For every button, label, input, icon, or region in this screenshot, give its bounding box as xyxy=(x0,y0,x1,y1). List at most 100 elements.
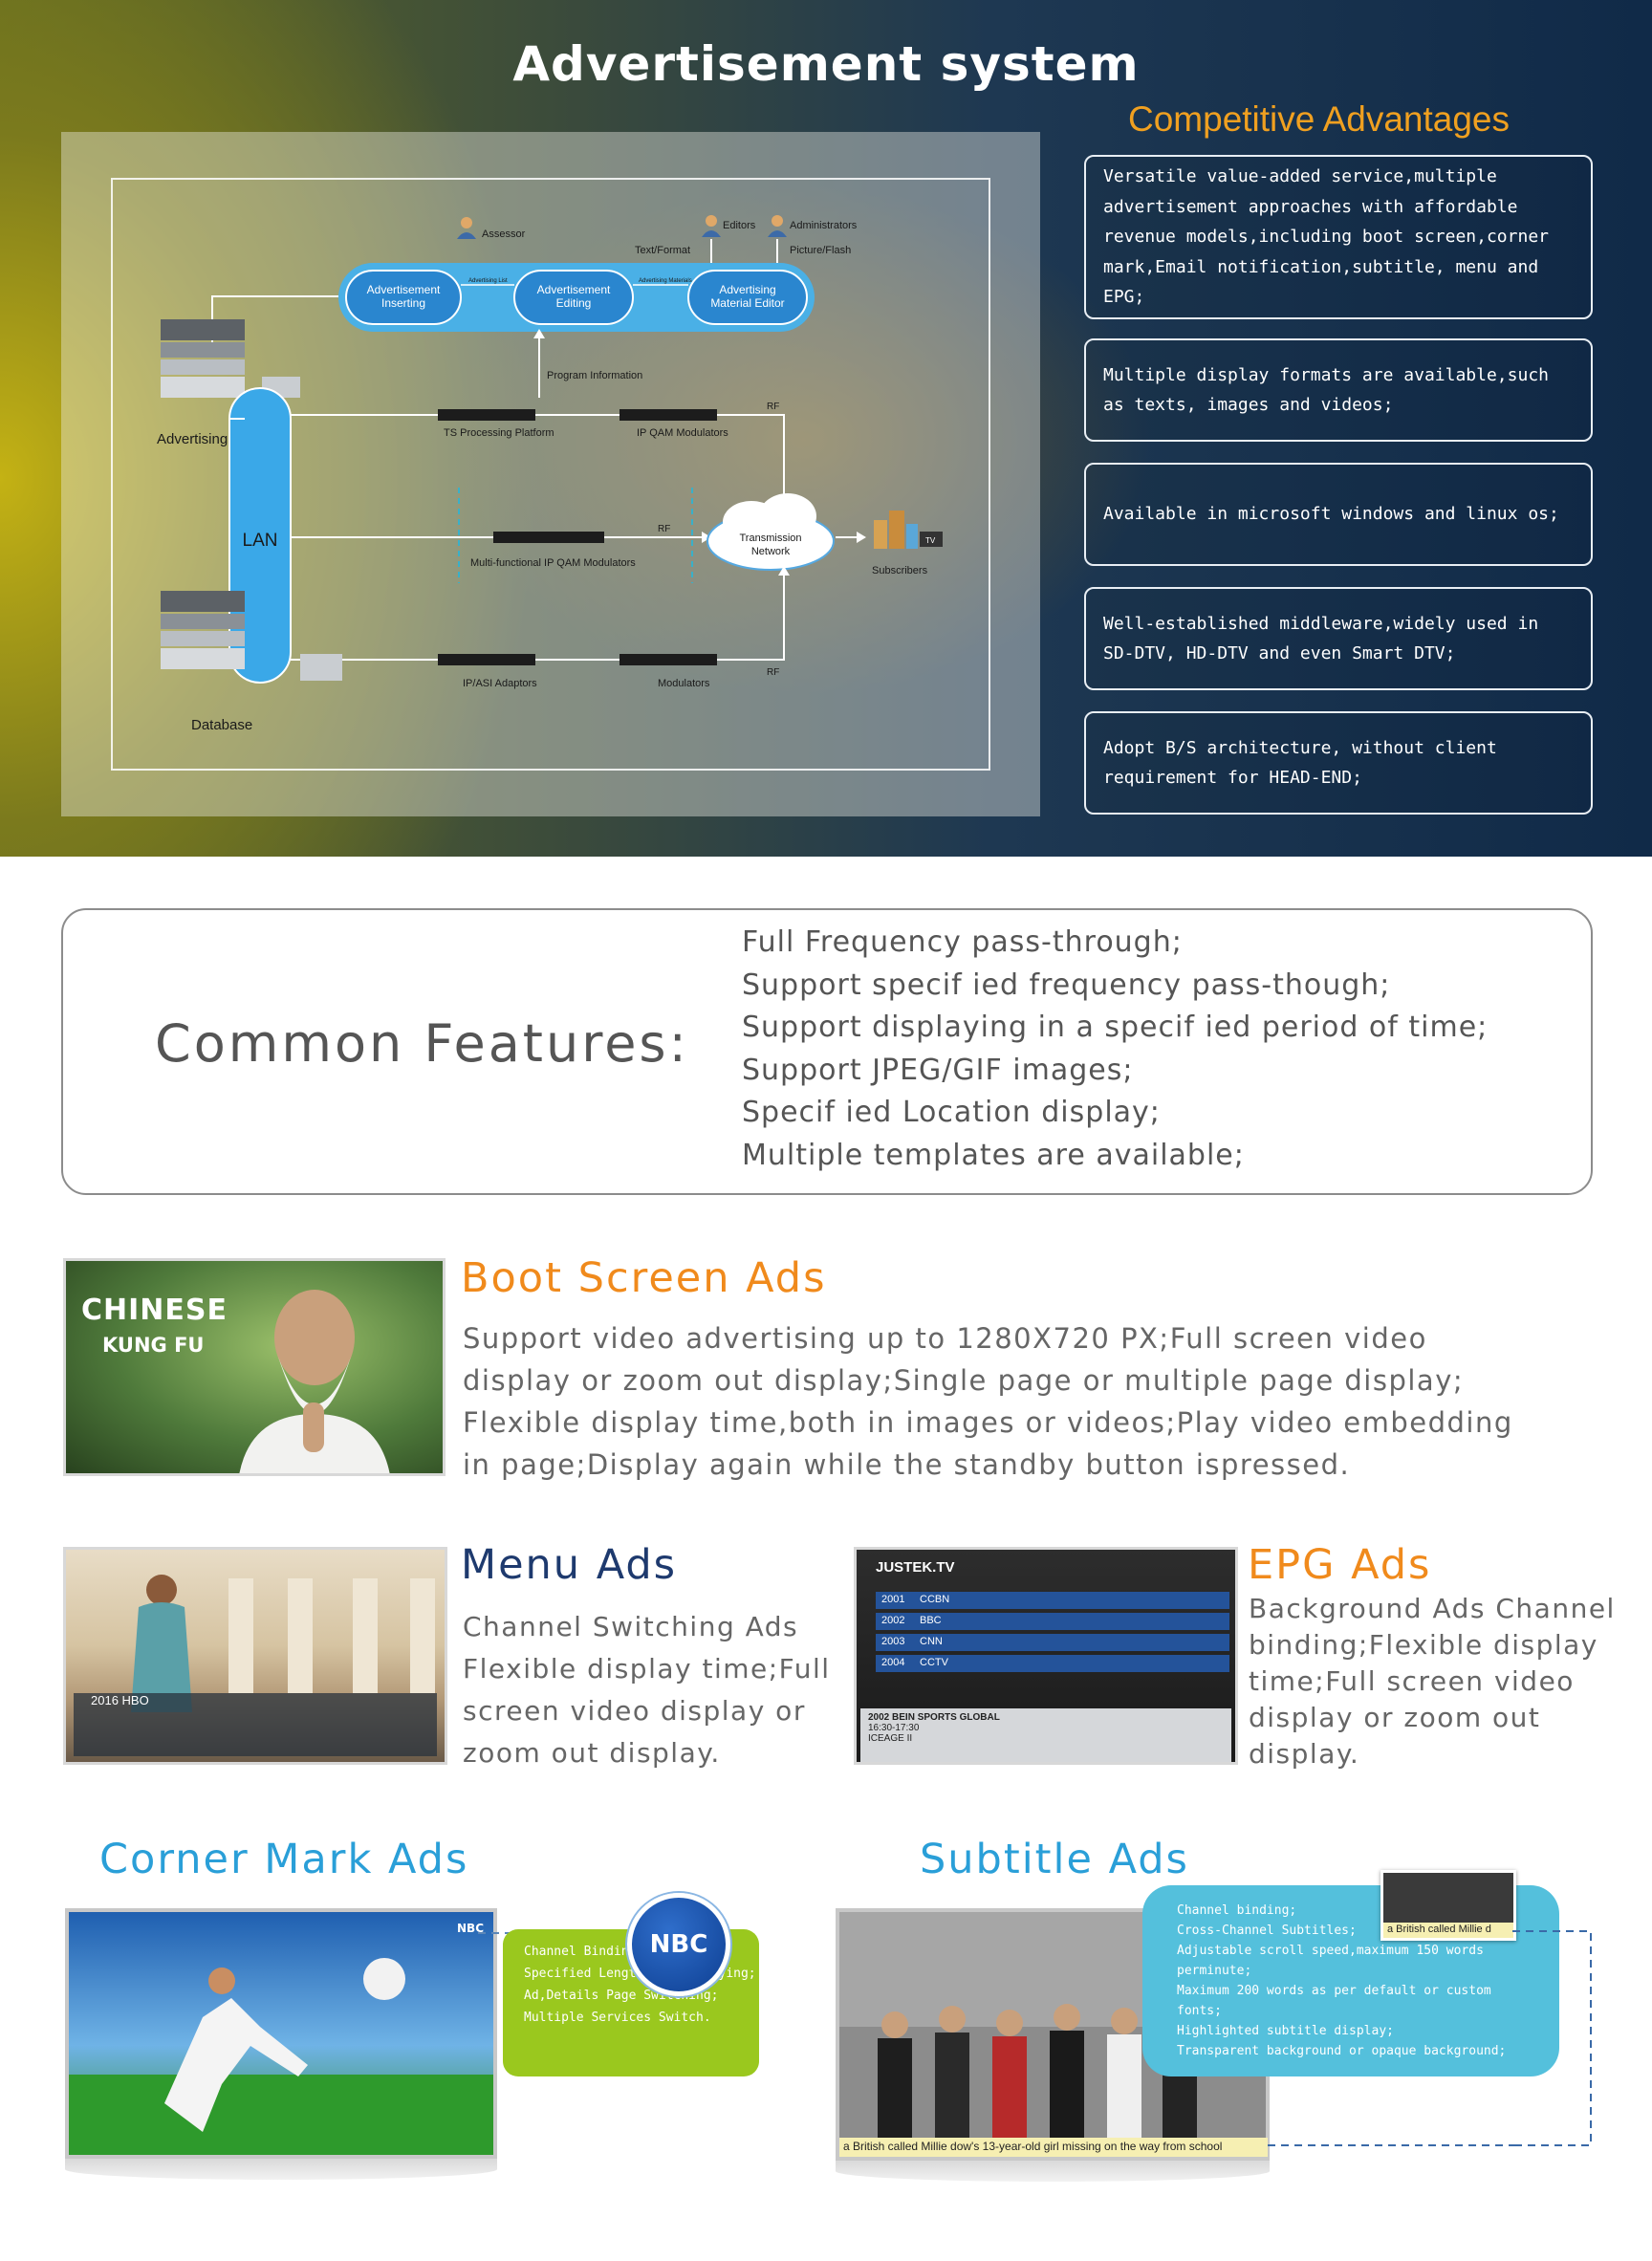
epg-ads-description: Background Ads Channel binding;Flexible … xyxy=(1249,1591,1616,1772)
transmission-line1: Transmission xyxy=(740,533,802,544)
hero-title: Advertisement system xyxy=(512,36,1140,92)
subscribers-label: Subscribers xyxy=(872,565,928,576)
text-format-label: Text/Format xyxy=(635,245,690,256)
menu-overlay-bar xyxy=(74,1693,437,1756)
transmission-network-cloud xyxy=(706,493,835,571)
subtitle-item: Adjustable scroll speed,maximum 150 word… xyxy=(1177,1944,1484,1978)
subtitle-item: Maximum 200 words as per default or cust… xyxy=(1177,1984,1491,1998)
boot-line: Support video advertising up to 1280X720… xyxy=(463,1322,1427,1355)
subtitle-item: fonts; xyxy=(1177,2004,1222,2018)
menu-line: zoom out display. xyxy=(463,1737,721,1769)
corner-mark-title: Corner Mark Ads xyxy=(99,1836,469,1883)
node-material-editor-line1: Advertising xyxy=(719,283,775,296)
subtitle-item: Highlighted subtitle display; xyxy=(1177,2024,1394,2038)
diagram-frame xyxy=(111,178,990,771)
administrators-label: Administrators xyxy=(790,220,858,231)
advantage-box: Available in microsoft windows and linux… xyxy=(1084,463,1593,566)
boot-thumb-title: CHINESE xyxy=(81,1294,228,1327)
picture-flash-label: Picture/Flash xyxy=(790,245,851,256)
ts-platform-device xyxy=(438,409,535,421)
subtitle-ads-title: Subtitle Ads xyxy=(920,1836,1189,1883)
advertising-server-icon xyxy=(161,319,300,398)
advantage-box: Adopt B/S architecture, without client r… xyxy=(1084,711,1593,815)
corner-tv-stand xyxy=(65,2159,497,2180)
subtitle-connector-bottom xyxy=(1268,2144,1514,2146)
common-features-list: Full Frequency pass-through; Support spe… xyxy=(742,922,1488,1177)
transmission-line2: Network xyxy=(751,546,791,557)
menu-line: Channel Switching Ads xyxy=(463,1611,799,1642)
rf-label-bottom: RF xyxy=(767,667,779,678)
subtitle-item: Cross-Channel Subtitles; xyxy=(1177,1924,1357,1938)
tv-label: TV xyxy=(925,536,936,545)
modulators-label: Modulators xyxy=(658,678,710,689)
epg-thumb-brand: JUSTEK.TV xyxy=(876,1559,955,1576)
assessor-icon xyxy=(457,217,476,239)
subtitle-preview-caption: a British called Millie d xyxy=(1383,1923,1513,1938)
advantage-box: Well-established middleware,widely used … xyxy=(1084,587,1593,690)
node-ad-editing xyxy=(513,270,634,325)
node-material-editor-line2: Material Editor xyxy=(710,296,784,310)
advantage-box: Multiple display formats are available,s… xyxy=(1084,338,1593,442)
diagram-panel xyxy=(61,132,1040,816)
subtitle-item: Transparent background or opaque backgro… xyxy=(1177,2044,1507,2058)
editors-icon xyxy=(702,215,721,237)
boot-screen-title: Boot Screen Ads xyxy=(461,1254,827,1302)
corner-item: Channel Binding; xyxy=(524,1945,644,1959)
feature-item: Support displaying in a specif ied perio… xyxy=(742,1011,1489,1044)
nbc-corner-logo: NBC xyxy=(457,1922,484,1935)
epg-line: time;Full screen video xyxy=(1249,1665,1575,1697)
feature-item: Specif ied Location display; xyxy=(742,1096,1161,1129)
ip-qam-label: IP QAM Modulators xyxy=(637,427,728,439)
database-label: Database xyxy=(191,717,252,733)
ip-asi-device xyxy=(438,654,535,665)
common-features-panel: Common Features: Full Frequency pass-thr… xyxy=(61,908,1593,1195)
epg-line: display or zoom out xyxy=(1249,1702,1541,1733)
node-ad-editing-line2: Editing xyxy=(556,296,592,310)
advantage-text: Versatile value-added service,multiple a… xyxy=(1103,166,1549,308)
monk-figure xyxy=(239,1290,390,1473)
multi-qam-label: Multi-functional IP QAM Modulators xyxy=(470,557,636,569)
administrators-icon xyxy=(768,215,787,237)
node-ad-inserting xyxy=(345,270,462,325)
football-scene xyxy=(69,1912,493,2155)
common-features-title: Common Features: xyxy=(155,1013,689,1074)
node-ad-editing-line1: Advertisement xyxy=(537,283,611,296)
edge-list-label: Advertising List xyxy=(468,278,508,284)
menu-ads-description: Channel Switching Ads Flexible display t… xyxy=(463,1606,831,1774)
epg-line: binding;Flexible display xyxy=(1249,1629,1598,1661)
feature-item: Support JPEG/GIF images; xyxy=(742,1053,1134,1087)
assessor-label: Assessor xyxy=(482,228,526,240)
system-diagram: Assessor Editors Administrators Text/For… xyxy=(157,215,943,733)
boot-line: Flexible display time,both in images or … xyxy=(463,1406,1513,1439)
menu-ads-title: Menu Ads xyxy=(461,1541,678,1589)
advantage-box: Versatile value-added service,multiple a… xyxy=(1084,155,1593,319)
ip-asi-label: IP/ASI Adaptors xyxy=(463,678,537,689)
rf-label-top: RF xyxy=(767,402,779,412)
program-info-label: Program Information xyxy=(547,370,642,381)
boot-line: display or zoom out display;Single page … xyxy=(463,1364,1465,1397)
epg-line: Background Ads Channel xyxy=(1249,1593,1616,1624)
boot-screen-thumbnail: CHINESE KUNG FU xyxy=(63,1258,446,1476)
multi-qam-device xyxy=(493,532,604,543)
subtitle-item: Channel binding; xyxy=(1177,1903,1297,1918)
edge-material-label: Advertising Materials xyxy=(639,278,692,284)
advantage-text: Available in microsoft windows and linux… xyxy=(1103,504,1559,525)
menu-line: Flexible display time;Full xyxy=(463,1653,831,1685)
modulators-device xyxy=(620,654,717,665)
menu-scene xyxy=(131,1575,435,1712)
epg-ads-title: EPG Ads xyxy=(1248,1541,1432,1589)
corner-mark-tv: NBC xyxy=(65,1908,497,2159)
database-server-icon xyxy=(161,591,342,681)
advantage-text: Well-established middleware,widely used … xyxy=(1103,613,1539,664)
feature-item: Support specif ied frequency pass-though… xyxy=(742,967,1391,1002)
boot-thumb-subtitle: KUNG FU xyxy=(102,1334,205,1357)
competitive-advantages-heading: Competitive Advantages xyxy=(1128,99,1511,139)
subscribers-icon xyxy=(874,511,943,549)
menu-thumb-label: 2016 HBO xyxy=(91,1693,149,1707)
corner-item: Ad,Details Page Switching; xyxy=(524,1989,719,2003)
subtitle-caption-bar: a British called Millie dow's 13-year-ol… xyxy=(839,2138,1268,2157)
